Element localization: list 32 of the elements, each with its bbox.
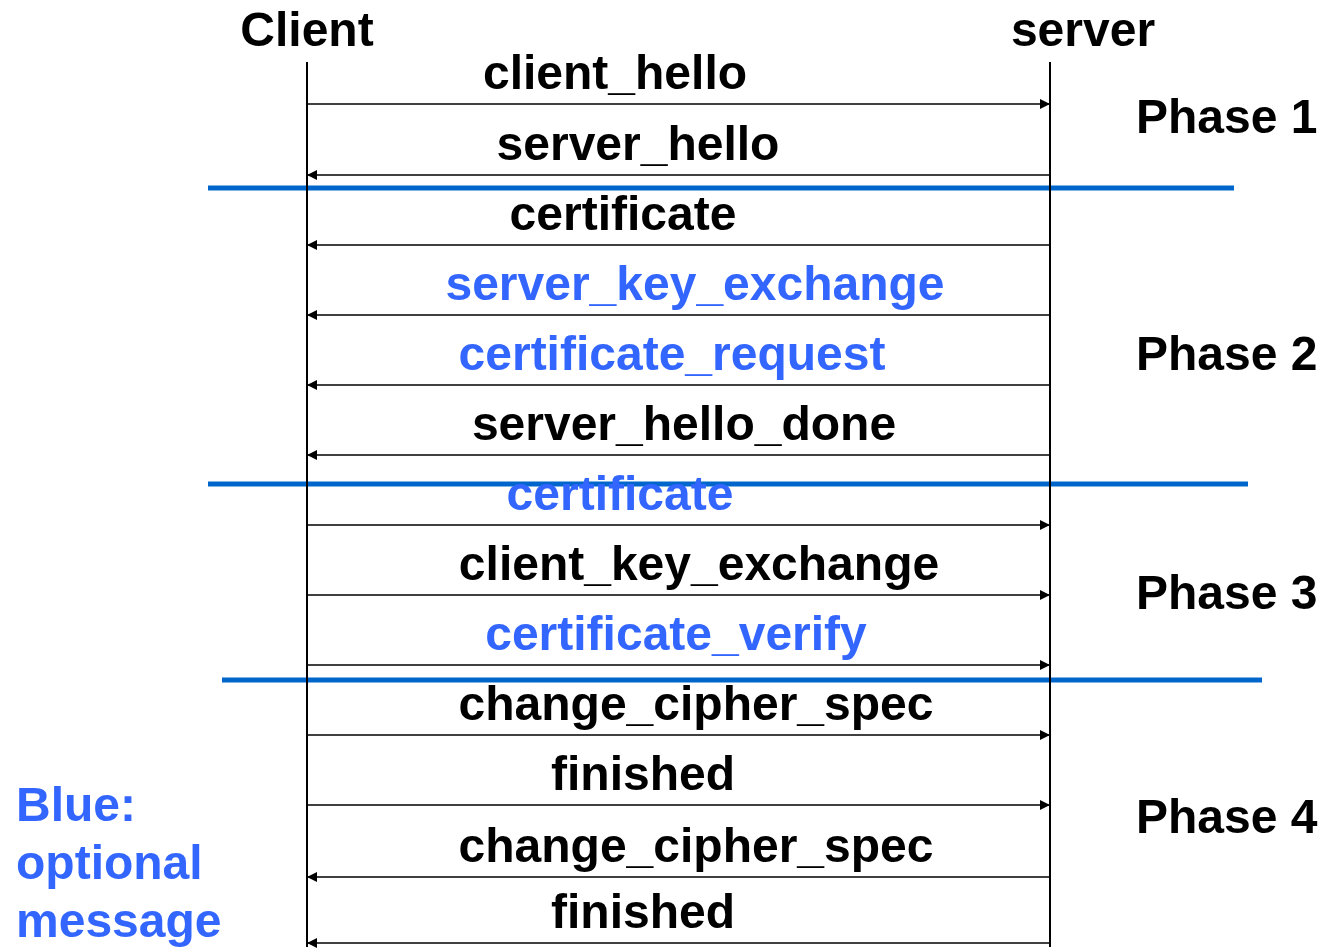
message-arrow xyxy=(306,450,1051,460)
message-arrow xyxy=(306,99,1051,109)
message-label: server_hello xyxy=(496,118,780,170)
message-label: change_cipher_spec xyxy=(458,678,934,730)
message-arrow xyxy=(306,310,1051,320)
phase-label: Phase 4 xyxy=(1136,791,1318,843)
message-label: server_hello_done xyxy=(471,398,897,450)
message-label: server_key_exchange xyxy=(445,258,945,310)
message-label: certificate xyxy=(509,188,737,240)
message-label: change_cipher_spec xyxy=(458,820,934,872)
message-arrow xyxy=(306,520,1051,530)
message-arrow xyxy=(306,660,1051,670)
legend-note: Blue: optional message xyxy=(16,777,223,949)
phase-label: Phase 3 xyxy=(1136,567,1318,619)
message-label: certificate_request xyxy=(458,328,886,380)
message-label: finished xyxy=(551,886,735,938)
message-arrow xyxy=(306,380,1051,390)
message-label: certificate_verify xyxy=(485,608,867,660)
lifeline-heading: server xyxy=(1010,4,1156,56)
message-label: client_hello xyxy=(482,47,748,99)
message-arrow xyxy=(306,800,1051,810)
message-arrow xyxy=(306,170,1051,180)
lifeline-heading: Client xyxy=(240,4,374,56)
message-label: finished xyxy=(551,748,735,800)
message-arrow xyxy=(306,872,1051,882)
phase-label: Phase 2 xyxy=(1136,328,1318,380)
message-arrow xyxy=(306,938,1051,948)
phase-label: Phase 1 xyxy=(1136,91,1318,143)
message-arrow xyxy=(306,590,1051,600)
message-label: client_key_exchange xyxy=(458,538,940,590)
message-arrow xyxy=(306,730,1051,740)
message-arrow xyxy=(306,240,1051,250)
